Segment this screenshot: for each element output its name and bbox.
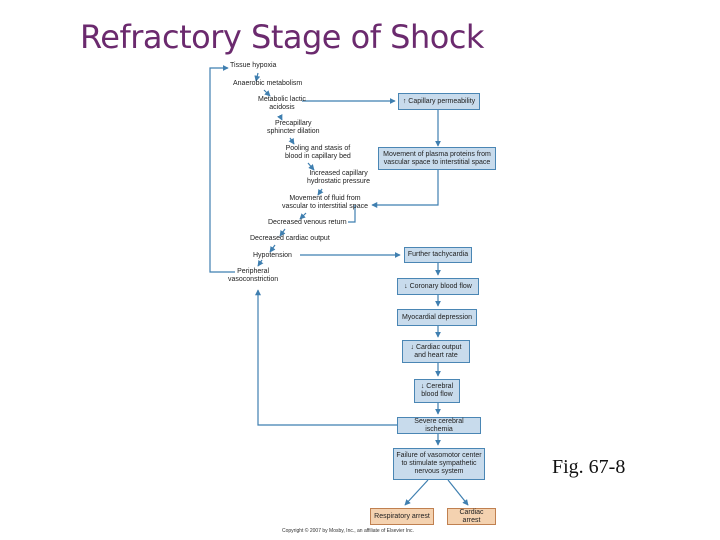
vasomotor-to-resp-arrow [404, 479, 429, 506]
chain-arrow [307, 162, 315, 171]
vasomotor-to-card-arrow [447, 479, 469, 506]
severe-cerebral-ischemia-box: Severe cerebral ischemia [397, 417, 481, 434]
myocardial-depression-box: Myocardial depression [397, 309, 477, 326]
copyright-notice: Copyright © 2007 by Mosby, Inc., an affi… [282, 528, 414, 534]
vasomotor-failure-box: Failure of vasomotor center to stimulate… [393, 448, 485, 480]
fluid-to-venous-arrow [348, 205, 356, 223]
capillary-permeability-box: ↑ Capillary permeability [398, 93, 480, 110]
cardiac-output-heart-rate-box: ↓ Cardiac output and heart rate [402, 340, 470, 363]
figure-label: Fig. 67-8 [552, 456, 626, 478]
cardiac-output-label: Decreased cardiac output [250, 235, 330, 242]
page-title: Refractory Stage of Shock [80, 18, 484, 56]
pooling-stasis-label: Pooling and stasis of blood in capillary… [285, 145, 351, 160]
chain-arrow [317, 188, 324, 196]
chain-arrow [269, 244, 276, 253]
cardiac-arrest-box: Cardiac arrest [447, 508, 496, 525]
chain-arrow [279, 228, 286, 237]
anaerobic-metabolism-label: Anaerobic metabolism [233, 80, 303, 87]
peripheral-vasoconstriction-label: Peripheral vasoconstriction [228, 268, 279, 283]
hydrostatic-pressure-label: Increased capillary hydrostatic pressure [307, 170, 371, 185]
chain-arrow [299, 212, 307, 220]
chain-arrow [263, 89, 271, 97]
chain-arrow [276, 113, 283, 121]
hypotension-label: Hypotension [253, 252, 292, 259]
fluid-movement-label: Movement of fluid from vascular to inter… [282, 195, 368, 210]
cerebral-blood-flow-box: ↓ Cerebral blood flow [414, 379, 460, 403]
proteins-to-fluid-arrow [371, 170, 439, 208]
tissue-hypoxia-label: Tissue hypoxia [230, 62, 277, 69]
venous-return-label: Decreased venous return [268, 219, 347, 226]
chain-arrow [254, 72, 261, 82]
respiratory-arrest-box: Respiratory arrest [370, 508, 434, 525]
precapillary-dilation-label: Precapillary sphincter dilation [267, 120, 320, 135]
chain-arrow [288, 137, 295, 145]
plasma-proteins-box: Movement of plasma proteins from vascula… [378, 147, 496, 170]
chain-arrow [257, 259, 264, 267]
coronary-blood-flow-box: ↓ Coronary blood flow [397, 278, 479, 295]
ischemia-loop-arrow [255, 289, 398, 426]
further-tachycardia-box: Further tachycardia [404, 247, 472, 263]
metabolic-acidosis-label: Metabolic lactic acidosis [258, 96, 306, 111]
loop-arrow-left [209, 65, 235, 273]
